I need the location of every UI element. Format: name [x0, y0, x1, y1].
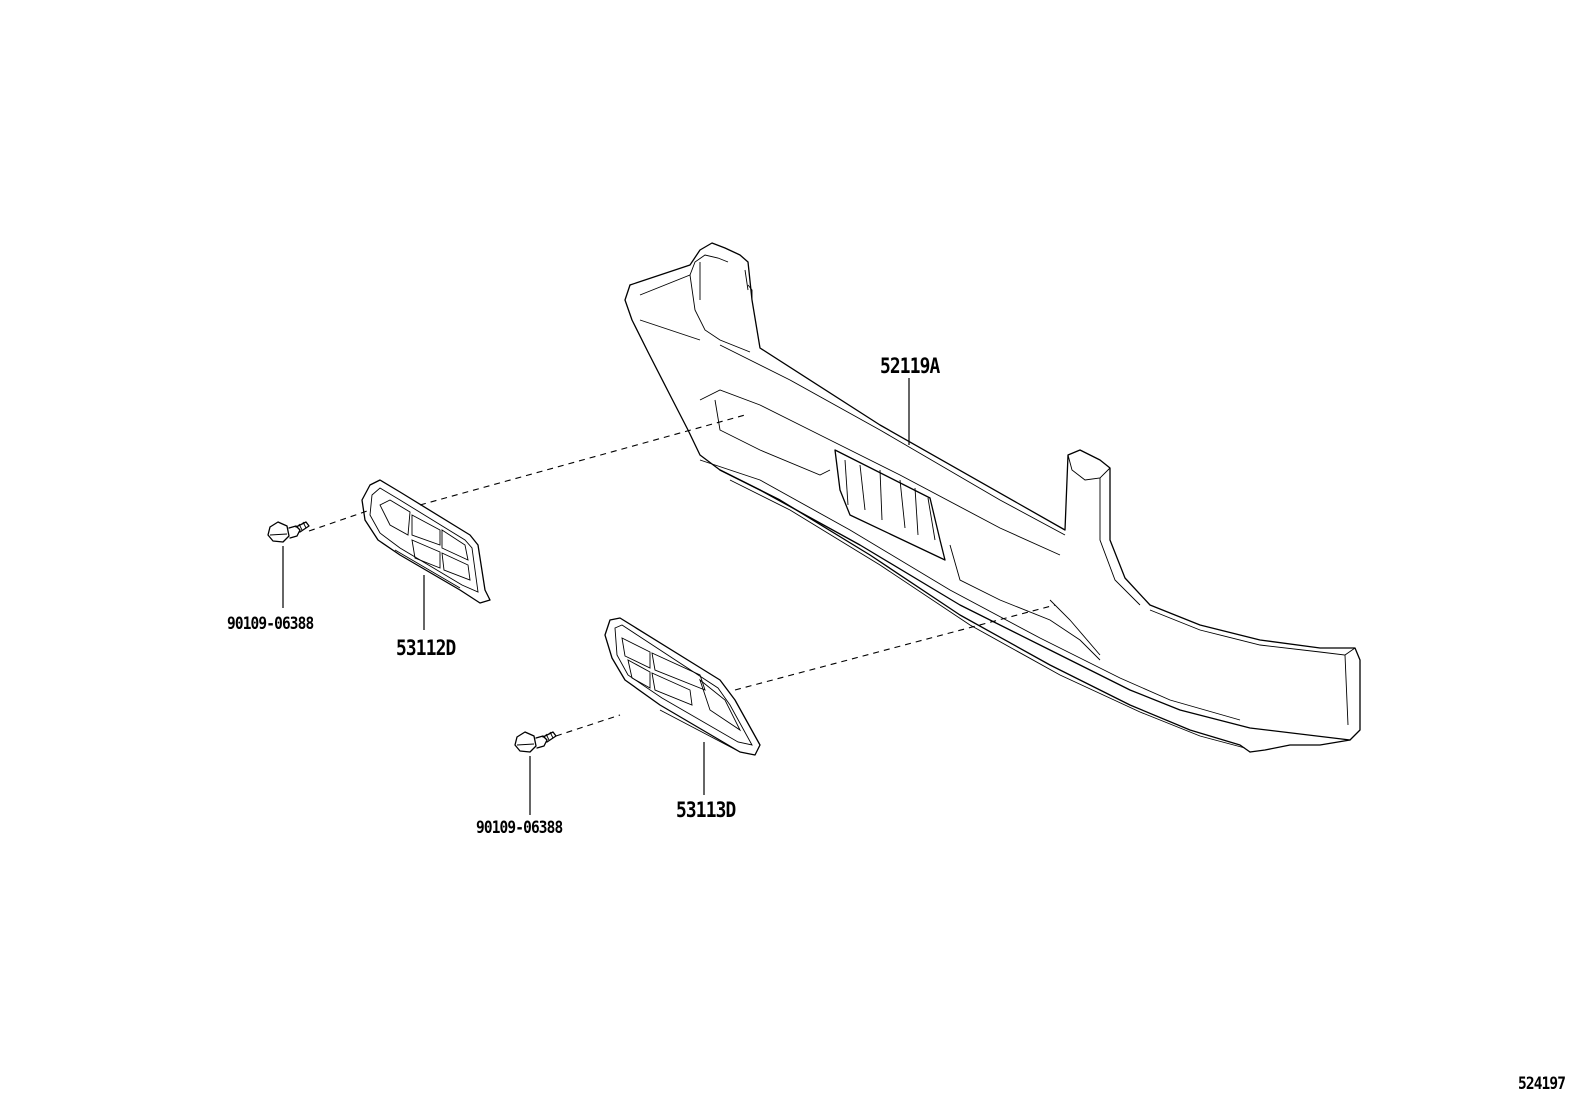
assembly-lines [308, 414, 1056, 737]
bumper-cover-illustration [624, 242, 1361, 753]
part-label-left-grille: 53112D [396, 636, 456, 660]
leader-lines [282, 378, 910, 815]
right-bolt-illustration [514, 731, 557, 753]
part-label-right-grille: 53113D [676, 798, 736, 822]
right-grille-illustration [604, 617, 761, 756]
part-label-bumper: 52119A [880, 354, 940, 378]
part-label-right-bolt: 90109-06388 [476, 818, 563, 838]
figure-number: 524197 [1518, 1074, 1566, 1094]
part-label-left-bolt: 90109-06388 [227, 614, 314, 634]
left-grille-illustration [361, 479, 491, 604]
left-bolt-illustration [267, 521, 310, 543]
